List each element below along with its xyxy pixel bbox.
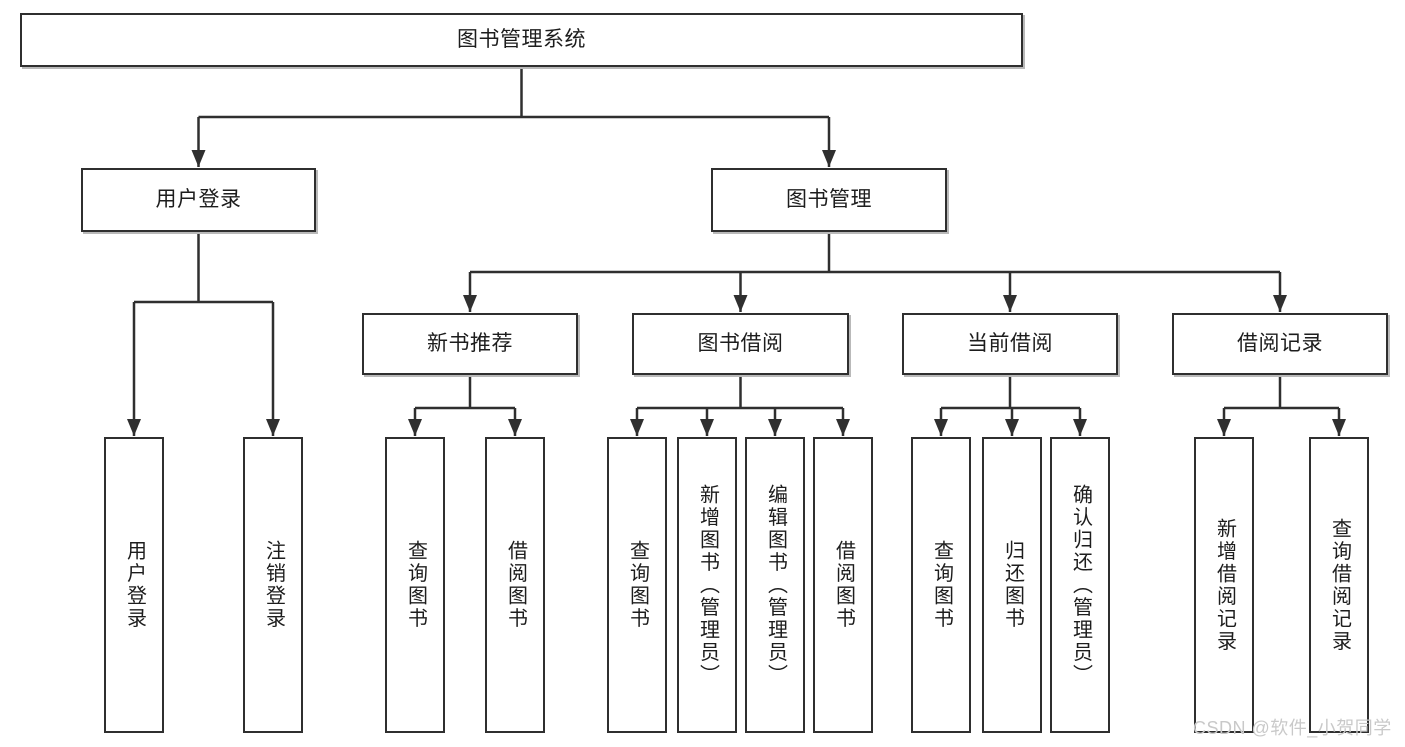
node-leaf-8[interactable]: 借阅图书: [813, 437, 873, 733]
arrow-head-icon: [266, 419, 280, 436]
arrow-head-icon: [191, 150, 206, 167]
arrow-head-icon: [768, 419, 782, 436]
node-leaf-1[interactable]: 用户登录: [104, 437, 164, 733]
node-label: 查询图书: [626, 540, 649, 630]
node-root[interactable]: 图书管理系统: [20, 13, 1023, 67]
node-leaf-7[interactable]: 编辑图书（管理员）: [745, 437, 805, 733]
node-label: 借阅记录: [1237, 331, 1323, 355]
node-label: 查询图书: [930, 540, 953, 630]
arrow-head-icon: [733, 295, 748, 312]
node-login[interactable]: 用户登录: [81, 168, 316, 232]
node-label: 新增图书（管理员）: [696, 483, 719, 687]
node-leaf-9[interactable]: 查询图书: [911, 437, 971, 733]
arrow-head-icon: [1217, 419, 1231, 436]
arrow-head-icon: [1332, 419, 1346, 436]
node-leaf-4[interactable]: 借阅图书: [485, 437, 545, 733]
node-bookmgmt[interactable]: 图书管理: [711, 168, 947, 232]
arrow-head-icon: [1005, 419, 1019, 436]
node-leaf-13[interactable]: 查询借阅记录: [1309, 437, 1369, 733]
arrow-head-icon: [408, 419, 422, 436]
node-label: 确认归还（管理员）: [1069, 483, 1092, 687]
node-label: 归还图书: [1001, 540, 1024, 630]
node-label: 查询图书: [404, 540, 427, 630]
node-label: 借阅图书: [832, 540, 855, 630]
arrow-head-icon: [822, 150, 836, 167]
arrow-head-icon: [1003, 295, 1017, 312]
arrow-head-icon: [700, 419, 714, 436]
node-label: 新增借阅记录: [1213, 517, 1236, 653]
node-leaf-3[interactable]: 查询图书: [385, 437, 445, 733]
arrow-head-icon: [508, 419, 522, 436]
node-label: 图书管理: [786, 187, 872, 211]
arrow-head-icon: [463, 295, 477, 312]
node-label: 新书推荐: [427, 331, 513, 355]
node-label: 用户登录: [155, 187, 242, 211]
arrow-head-icon: [630, 419, 644, 436]
node-leaf-12[interactable]: 新增借阅记录: [1194, 437, 1254, 733]
node-label: 查询借阅记录: [1328, 517, 1351, 653]
node-label: 当前借阅: [967, 331, 1053, 355]
arrow-head-icon: [934, 419, 948, 436]
node-records[interactable]: 借阅记录: [1172, 313, 1388, 375]
node-leaf-2[interactable]: 注销登录: [243, 437, 303, 733]
arrow-head-icon: [1273, 295, 1287, 312]
arrow-head-icon: [1073, 419, 1087, 436]
arrow-head-icon: [127, 419, 141, 436]
node-label: 图书借阅: [697, 331, 784, 355]
node-label: 用户登录: [123, 540, 146, 630]
node-newbook[interactable]: 新书推荐: [362, 313, 578, 375]
node-current[interactable]: 当前借阅: [902, 313, 1118, 375]
node-label: 借阅图书: [504, 540, 527, 630]
node-leaf-6[interactable]: 新增图书（管理员）: [677, 437, 737, 733]
arrow-head-icon: [836, 419, 850, 436]
node-leaf-11[interactable]: 确认归还（管理员）: [1050, 437, 1110, 733]
node-label: 编辑图书（管理员）: [764, 483, 787, 687]
node-label: 图书管理系统: [457, 27, 586, 51]
node-leaf-10[interactable]: 归还图书: [982, 437, 1042, 733]
node-label: 注销登录: [262, 540, 285, 630]
node-leaf-5[interactable]: 查询图书: [607, 437, 667, 733]
node-borrow[interactable]: 图书借阅: [632, 313, 849, 375]
